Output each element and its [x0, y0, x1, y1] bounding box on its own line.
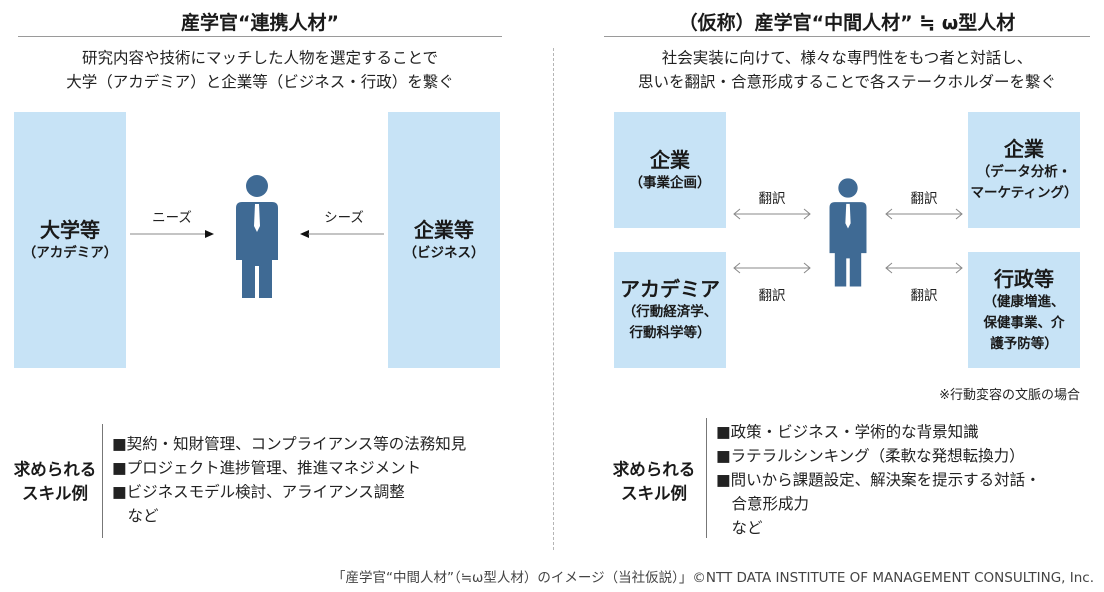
list-item: など: [716, 519, 763, 537]
seeds-arrow-icon: [300, 230, 384, 238]
left-skill-label-line-2: スキル例: [22, 484, 88, 503]
translate-label-tr: 翻訳: [910, 191, 938, 207]
left-skill-divider: [102, 424, 103, 538]
left-desc-line-1: 研究内容や技術にマッチした人物を選定することで: [81, 49, 439, 67]
left-skill-label: 求められる スキル例: [12, 458, 98, 506]
translate-arrow-tr-icon: [885, 208, 963, 220]
right-person-icon: [829, 178, 867, 287]
box-government: 行政等 （健康増進、 保健事業、介 護予防等）: [968, 252, 1080, 368]
box-government-sub-3: 護予防等）: [990, 335, 1058, 352]
translate-label-bl: 翻訳: [758, 288, 786, 304]
left-skill-label-line-1: 求められる: [13, 460, 97, 479]
box-company-analytics-sub-1: （データ分析・: [976, 164, 1072, 180]
list-item: ■契約・知財管理、コンプライアンス等の法務知見: [112, 435, 467, 453]
box-company-planning-sub: （事業企画）: [629, 174, 711, 191]
box-company-sub: （ビジネス）: [403, 244, 485, 261]
box-company: 企業等 （ビジネス）: [388, 112, 500, 368]
context-note: ※行動変容の文脈の場合: [939, 388, 1080, 403]
box-company-analytics-title: 企業: [1004, 137, 1044, 161]
list-item: ■プロジェクト進捗管理、推進マネジメント: [112, 459, 422, 477]
right-desc-line-2: 思いを翻訳・合意形成することで各ステークホルダーを繋ぐ: [637, 73, 1057, 91]
list-item: 合意形成力: [716, 495, 810, 513]
list-item: ■ラテラルシンキング（柔軟な発想転換力）: [716, 447, 1025, 465]
right-skill-list: ■政策・ビジネス・学術的な背景知識 ■ラテラルシンキング（柔軟な発想転換力） ■…: [716, 420, 1096, 540]
right-skill-label-line-2: スキル例: [621, 484, 687, 503]
box-academia: アカデミア （行動経済学、 行動科学等）: [614, 252, 726, 368]
box-academia-sub-2: 行動科学等）: [629, 325, 711, 341]
left-person-icon: [236, 175, 278, 298]
box-government-sub-1: （健康増進、: [983, 293, 1065, 310]
box-university-title: 大学等: [40, 217, 100, 242]
list-item: ■問いから課題設定、解決案を提示する対話・: [716, 471, 1041, 489]
box-university: 大学等 （アカデミア）: [14, 112, 126, 368]
translate-arrow-tl-icon: [733, 208, 811, 220]
box-academia-title: アカデミア: [620, 277, 720, 301]
box-company-analytics: 企業 （データ分析・ マーケティング）: [968, 112, 1080, 228]
right-title: （仮称）産学官“中間人材” ≒ ω型人材: [678, 12, 1016, 34]
panel-divider: [553, 48, 554, 550]
left-desc-line-2: 大学（アカデミア）と企業等（ビジネス・行政）を繋ぐ: [66, 73, 454, 91]
left-skill-list: ■契約・知財管理、コンプライアンス等の法務知見 ■プロジェクト進捗管理、推進マネ…: [112, 432, 512, 528]
right-description: 社会実装に向けて、様々な専門性をもつ者と対話し、 思いを翻訳・合意形成することで…: [604, 46, 1090, 94]
footer-caption: 「産学官“中間人材”（≒ω型人材）のイメージ（当社仮説）」©NTT DATA I…: [332, 570, 1094, 586]
right-skill-label: 求められる スキル例: [606, 458, 702, 506]
needs-label: ニーズ: [152, 210, 192, 226]
box-academia-sub-1: （行動経済学、: [622, 304, 718, 320]
box-government-title: 行政等: [994, 266, 1054, 291]
translate-label-tl: 翻訳: [758, 191, 786, 207]
right-desc-line-1: 社会実装に向けて、様々な専門性をもつ者と対話し、: [661, 49, 1033, 67]
translate-label-br: 翻訳: [910, 288, 938, 304]
list-item: ■政策・ビジネス・学術的な背景知識: [716, 423, 979, 441]
box-company-title: 企業等: [414, 217, 474, 242]
needs-arrow-icon: [130, 230, 214, 238]
translate-arrow-bl-icon: [733, 262, 811, 274]
right-skill-divider: [706, 418, 707, 538]
seeds-label: シーズ: [324, 210, 364, 226]
right-title-underline: [604, 36, 1090, 37]
left-description: 研究内容や技術にマッチした人物を選定することで 大学（アカデミア）と企業等（ビジ…: [18, 46, 502, 94]
list-item: ■ビジネスモデル検討、アライアンス調整: [112, 483, 405, 501]
list-item: など: [112, 507, 159, 525]
left-title-underline: [18, 36, 502, 37]
box-company-planning-title: 企業: [650, 147, 690, 172]
box-company-planning: 企業 （事業企画）: [614, 112, 726, 228]
right-skill-label-line-1: 求められる: [612, 460, 696, 479]
box-university-sub: （アカデミア）: [22, 244, 118, 261]
box-government-sub-2: 保健事業、介: [983, 314, 1065, 331]
box-company-analytics-sub-2: マーケティング）: [970, 185, 1078, 201]
left-title: 産学官“連携人材”: [181, 12, 339, 34]
translate-arrow-br-icon: [885, 262, 963, 274]
